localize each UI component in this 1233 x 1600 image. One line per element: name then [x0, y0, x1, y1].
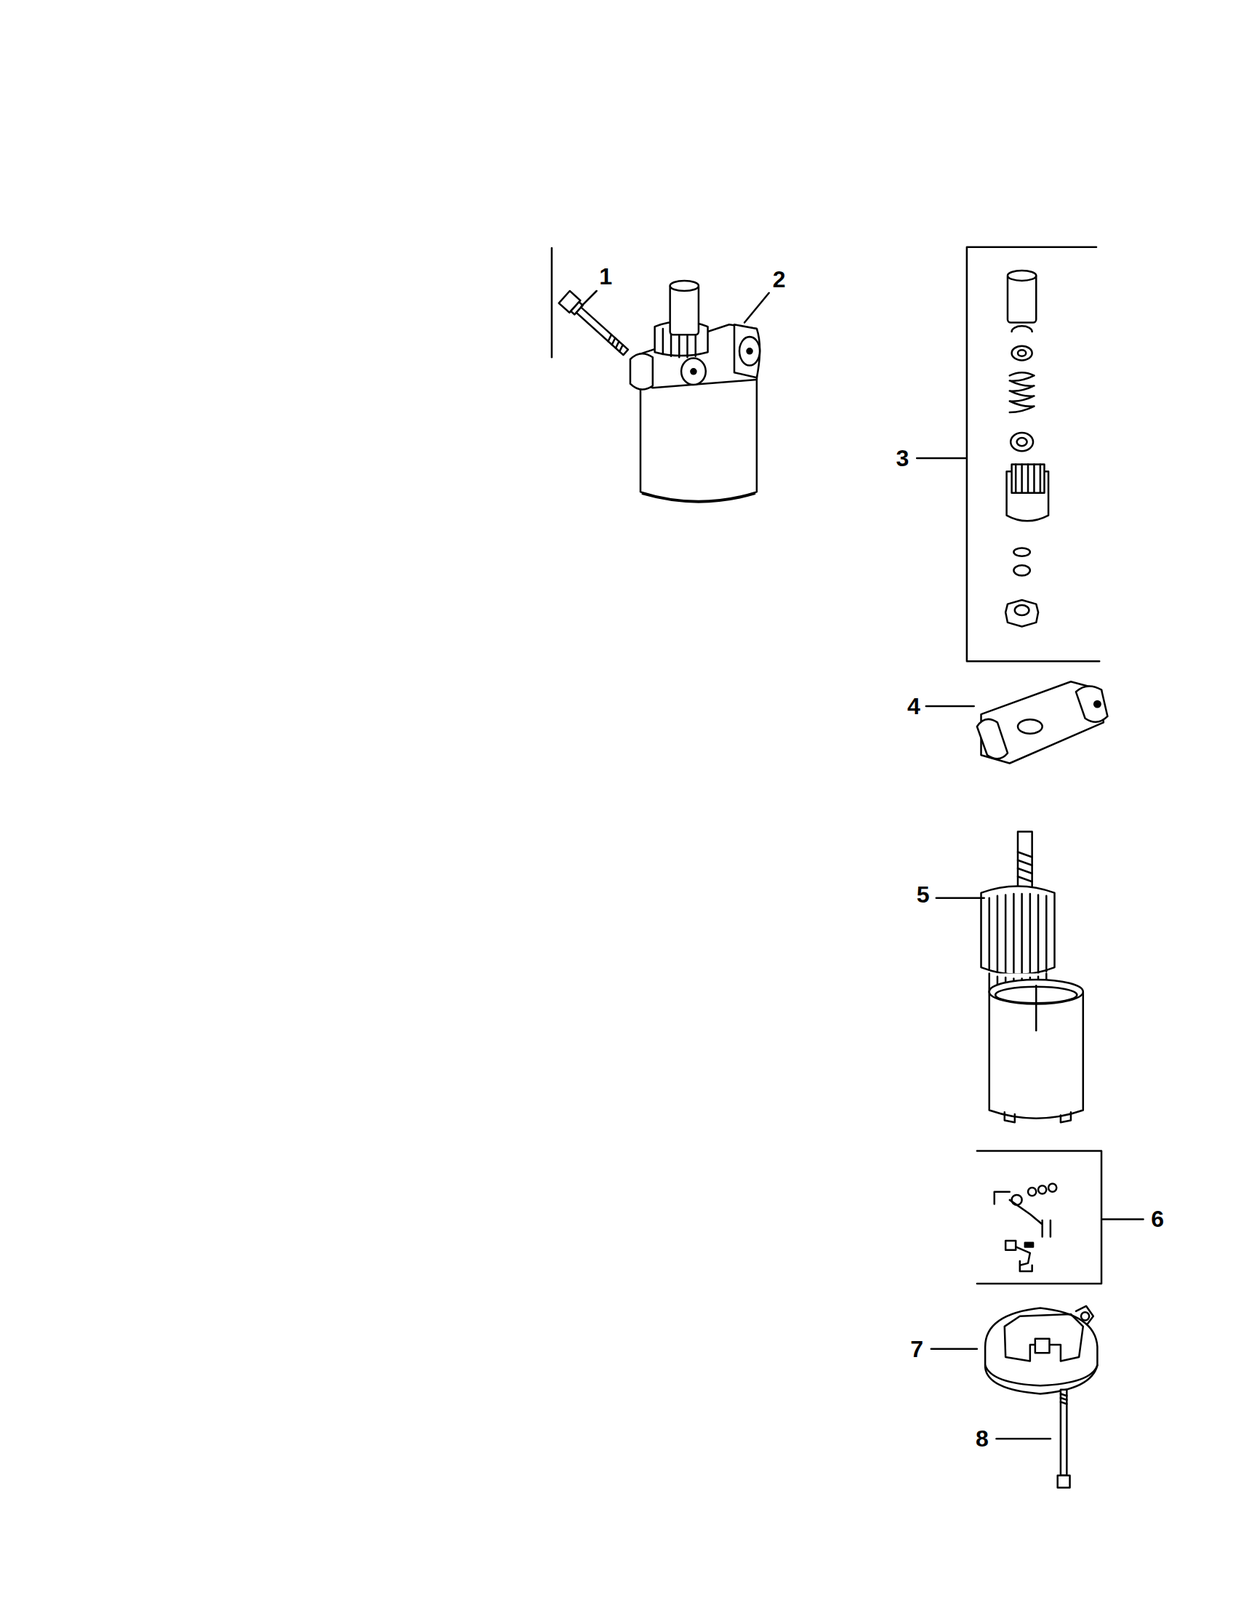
drawing-stroke — [734, 324, 760, 378]
drawing-stroke — [1011, 463, 1045, 493]
drawing-stroke — [989, 893, 1047, 975]
drawing-stroke — [1017, 852, 1033, 882]
callout-number: 7 — [910, 1336, 924, 1361]
drawing-stroke — [1075, 1305, 1094, 1324]
drawing-stroke — [1015, 1246, 1032, 1271]
drawing-stroke — [1025, 1242, 1034, 1247]
bolt — [559, 290, 632, 359]
drawing-stroke — [1060, 1392, 1067, 1404]
drawing-stroke — [1013, 564, 1030, 576]
drawing-stroke — [744, 292, 770, 323]
drawing-stroke — [670, 280, 699, 291]
callout-number: 8 — [975, 1426, 989, 1450]
drawing-stroke — [690, 368, 696, 374]
drawing-stroke — [1017, 437, 1028, 446]
drawing-stroke — [981, 886, 1055, 975]
leader-lines — [581, 290, 1144, 1439]
drawing-stroke — [1035, 1338, 1050, 1353]
drawing-stroke — [576, 307, 629, 355]
drawing-stroke — [996, 1437, 1051, 1440]
border-line — [551, 247, 554, 357]
drawing-stroke — [1013, 548, 1030, 557]
drawing-stroke — [1005, 599, 1039, 626]
drawing-stroke — [1094, 700, 1100, 707]
drawing-stroke — [926, 705, 975, 708]
drawing-stroke — [739, 336, 760, 365]
drawing-stroke — [1010, 432, 1034, 451]
drawing-stroke — [630, 353, 653, 389]
drawing-stroke — [581, 290, 597, 307]
end-cap — [985, 1305, 1098, 1394]
drawing-stroke — [966, 247, 1100, 662]
drive-end-bracket — [977, 681, 1108, 763]
callout-number: 1 — [599, 264, 613, 288]
drawing-stroke — [1017, 830, 1033, 893]
drawing-stroke — [1015, 463, 1041, 493]
drawing-stroke — [747, 348, 753, 354]
drive-kit-parts — [1005, 270, 1049, 627]
drawing-stroke — [1027, 1187, 1036, 1196]
drawing-stroke — [1005, 1240, 1016, 1250]
drawing-stroke — [1075, 686, 1108, 722]
drawing-stroke — [1011, 1194, 1023, 1205]
drawing-stroke — [1014, 604, 1030, 616]
drawing-stroke — [1007, 270, 1036, 281]
drawing-stroke — [936, 896, 985, 899]
drawing-stroke — [1081, 1311, 1090, 1320]
drawing-stroke — [977, 1150, 1102, 1284]
callout-number: 4 — [907, 694, 921, 718]
drawing-stroke — [985, 1307, 1098, 1394]
drawing-stroke — [1004, 985, 1071, 1122]
drawing-stroke — [985, 1364, 1098, 1385]
callout-number: 2 — [772, 267, 786, 291]
armature — [981, 830, 1055, 998]
drawing-stroke — [606, 334, 624, 352]
field-frame — [989, 979, 1084, 1122]
drawing-stroke — [977, 719, 1008, 759]
through-bolt — [1057, 1389, 1071, 1488]
callout-number: 5 — [916, 882, 930, 906]
drawing-stroke — [1102, 1217, 1143, 1220]
drawing-stroke — [916, 457, 966, 460]
drawing-stroke — [642, 493, 755, 502]
drawing-stroke — [1017, 349, 1026, 356]
drawing-stroke — [994, 1191, 1051, 1237]
drawing-stroke — [1017, 719, 1043, 734]
drive-kit-bracket — [966, 247, 1100, 662]
brush-kit-box — [977, 1150, 1102, 1284]
drawing-stroke — [1009, 372, 1035, 413]
drawing-stroke — [1048, 1182, 1057, 1191]
drawing-stroke — [1011, 325, 1033, 332]
drawing-stroke — [1038, 1185, 1047, 1194]
drawing-stroke — [681, 358, 706, 385]
drawing-stroke — [1011, 346, 1033, 361]
drawing-stroke — [1057, 1475, 1071, 1488]
drawing-stroke — [931, 1347, 978, 1350]
starter-motor — [630, 280, 760, 502]
drawing-stroke — [1004, 1313, 1084, 1361]
drawing-stroke — [1060, 1389, 1067, 1476]
callout-number: 6 — [1150, 1206, 1164, 1231]
callout-number: 3 — [896, 446, 910, 470]
